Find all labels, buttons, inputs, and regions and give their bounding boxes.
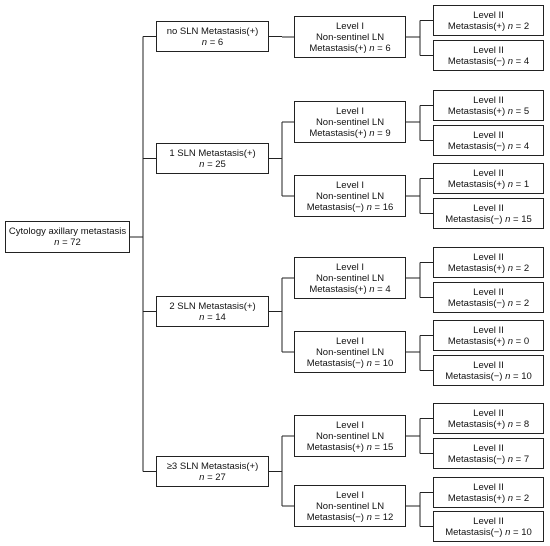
level1-title: Level I [336,20,364,32]
level2-title: Level II [473,481,504,493]
level2-box-2-0-0: Level II Metastasis(+) n = 2 [433,247,544,278]
level2-title: Level II [473,94,504,106]
sln-box-2: 2 SLN Metastasis(+) n = 14 [156,296,269,327]
level2-count: Metastasis(−) n = 4 [447,140,530,152]
level1-box-3-0: Level I Non-sentinel LN Metastasis(+) n … [294,415,406,457]
level1-count: Metastasis(+) n = 9 [309,127,391,139]
level2-count: Metastasis(−) n = 10 [445,526,532,538]
level1-box-2-1: Level I Non-sentinel LN Metastasis(−) n … [294,331,406,373]
sln-count: n = 27 [199,471,226,483]
level2-count: Metastasis(+) n = 2 [447,492,530,504]
level2-title: Level II [473,442,504,454]
level2-count: Metastasis(+) n = 1 [447,178,530,190]
level2-box-2-1-0: Level II Metastasis(+) n = 0 [433,320,544,351]
level2-count: Metastasis(+) n = 8 [447,418,530,430]
level2-title: Level II [473,286,504,298]
sln-box-3: ≥3 SLN Metastasis(+) n = 27 [156,456,269,487]
level2-title: Level II [473,359,504,371]
level2-box-3-1-1: Level II Metastasis(−) n = 10 [433,511,544,542]
level2-title: Level II [473,129,504,141]
level2-box-2-1-1: Level II Metastasis(−) n = 10 [433,355,544,386]
root-label: Cytology axillary metastasis [8,226,127,237]
level1-subtitle: Non-sentinel LN [315,500,385,512]
root-count: n = 72 [54,237,81,248]
level2-count: Metastasis(−) n = 4 [447,55,530,67]
level1-count: Metastasis(−) n = 10 [306,357,394,369]
level2-title: Level II [473,515,504,527]
level1-count: Metastasis(+) n = 15 [306,441,394,453]
level1-subtitle: Non-sentinel LN [315,31,385,43]
sln-box-0: no SLN Metastasis(+) n = 6 [156,21,269,52]
level1-title: Level I [336,489,364,501]
level1-subtitle: Non-sentinel LN [315,190,385,202]
level2-title: Level II [473,44,504,56]
level2-count: Metastasis(−) n = 10 [445,370,532,382]
level2-box-3-0-1: Level II Metastasis(−) n = 7 [433,438,544,469]
level2-box-2-0-1: Level II Metastasis(−) n = 2 [433,282,544,313]
sln-label: 2 SLN Metastasis(+) [169,300,256,312]
level2-count: Metastasis(−) n = 15 [445,213,532,225]
level1-count: Metastasis(+) n = 4 [309,283,391,295]
level1-title: Level I [336,419,364,431]
level1-title: Level I [336,105,364,117]
level1-box-1-1: Level I Non-sentinel LN Metastasis(−) n … [294,175,406,217]
level1-subtitle: Non-sentinel LN [315,346,385,358]
level2-box-1-0-0: Level II Metastasis(+) n = 5 [433,90,544,121]
level2-count: Metastasis(−) n = 2 [447,297,530,309]
level2-box-1-0-1: Level II Metastasis(−) n = 4 [433,125,544,156]
sln-box-1: 1 SLN Metastasis(+) n = 25 [156,143,269,174]
level2-box-1-1-0: Level II Metastasis(+) n = 1 [433,163,544,194]
level1-title: Level I [336,261,364,273]
level1-subtitle: Non-sentinel LN [315,272,385,284]
sln-count: n = 14 [199,311,226,323]
level2-box-1-1-1: Level II Metastasis(−) n = 15 [433,198,544,229]
sln-count: n = 6 [201,36,224,48]
level1-box-2-0: Level I Non-sentinel LN Metastasis(+) n … [294,257,406,299]
level2-count: Metastasis(+) n = 2 [447,20,530,32]
level1-count: Metastasis(−) n = 12 [306,511,394,523]
level2-title: Level II [473,167,504,179]
level2-box-0-0-1: Level II Metastasis(−) n = 4 [433,40,544,71]
level2-title: Level II [473,202,504,214]
level2-count: Metastasis(+) n = 0 [447,335,530,347]
level2-count: Metastasis(+) n = 5 [447,105,530,117]
level1-box-1-0: Level I Non-sentinel LN Metastasis(+) n … [294,101,406,143]
sln-count: n = 25 [199,158,226,170]
level2-count: Metastasis(−) n = 7 [447,453,530,465]
level2-title: Level II [473,324,504,336]
level1-count: Metastasis(+) n = 6 [309,42,391,54]
sln-label: 1 SLN Metastasis(+) [169,147,256,159]
level1-title: Level I [336,179,364,191]
level1-count: Metastasis(−) n = 16 [306,201,394,213]
sln-label: no SLN Metastasis(+) [166,25,259,37]
level2-box-0-0-0: Level II Metastasis(+) n = 2 [433,5,544,36]
level2-title: Level II [473,9,504,21]
level1-box-3-1: Level I Non-sentinel LN Metastasis(−) n … [294,485,406,527]
root-box: Cytology axillary metastasis n = 72 [5,221,130,253]
level2-box-3-1-0: Level II Metastasis(+) n = 2 [433,477,544,508]
level2-box-3-0-0: Level II Metastasis(+) n = 8 [433,403,544,434]
level1-subtitle: Non-sentinel LN [315,116,385,128]
level2-count: Metastasis(+) n = 2 [447,262,530,274]
level1-box-0-0: Level I Non-sentinel LN Metastasis(+) n … [294,16,406,58]
level2-title: Level II [473,407,504,419]
sln-label: ≥3 SLN Metastasis(+) [166,460,259,472]
level1-title: Level I [336,335,364,347]
level1-subtitle: Non-sentinel LN [315,430,385,442]
level2-title: Level II [473,251,504,263]
